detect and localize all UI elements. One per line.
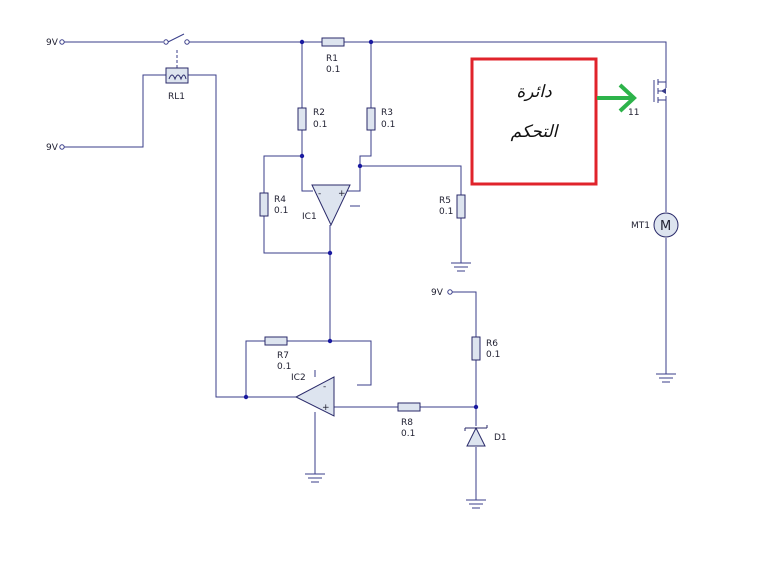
source-label: 9V [46,143,59,153]
resistor-r4: R4 0.1 [259,192,288,217]
resistor-r5: R5 0.1 [439,194,466,219]
ground-symbol [305,473,325,483]
source-9v-top: 9V [46,38,65,48]
resistor-ref: R2 [313,108,325,118]
wire-coil-supply [64,74,166,148]
motor-label: MT1 [631,221,650,231]
relay-contact [163,39,169,45]
wire-ic1-noninverting [347,165,462,263]
wire-ic1-output [287,225,372,386]
motor-symbol: M [660,219,671,234]
resistor-ref: R5 [439,196,451,206]
source-9v-coil: 9V [46,143,65,153]
wire-r7-feedback [245,340,296,398]
relay-label: RL1 [168,92,185,102]
zener-diode-d1: D1 [464,425,507,447]
wire-r6-d1-column [452,291,477,500]
opamp-inverting-sign: - [323,382,326,392]
junction-dot [327,250,333,256]
resistor-value: 0.1 [486,350,500,360]
resistor-ref: R4 [274,195,286,205]
transistor-label: 11 [628,108,639,118]
resistor-value: 0.1 [277,362,291,372]
relay-coil-winding [168,74,187,81]
resistor-r2: R2 0.1 [297,107,327,131]
resistor-value: 0.1 [401,429,415,439]
diode-label: D1 [494,433,507,443]
resistor-value: 0.1 [326,65,340,75]
mosfet-q1: 11 [628,79,666,118]
ground-symbol [466,499,486,509]
opamp-noninverting-sign: + [322,403,330,413]
resistor-r8: R8 0.1 [397,402,421,439]
opamp-ic1: - + IC1 [302,184,360,227]
source-9v-zener: 9V [431,288,453,298]
resistor-r7: R7 0.1 [264,336,291,372]
resistor-ref: R3 [381,108,393,118]
junction-dot [327,338,333,344]
resistor-value: 0.1 [274,206,288,216]
wire-r3-column [359,42,372,166]
resistor-r3: R3 0.1 [366,107,395,131]
junction-dot [368,39,374,45]
resistor-r6: R6 0.1 [471,336,500,361]
junction-dot [299,39,305,45]
junctions [243,39,479,410]
control-arrow-icon [597,83,637,113]
opamp-label: IC1 [302,212,317,222]
wire-ic1-inverting [263,155,330,254]
resistor-ref: R6 [486,339,498,349]
wire-relay-return [188,74,246,398]
ground-symbol [451,262,471,272]
relay-switch-arm [167,33,185,43]
junction-dot [357,163,363,169]
opamp-noninverting-sign: + [338,189,346,199]
relay-contact [184,39,190,45]
ground-symbol [656,373,676,383]
opamp-ic2: - + IC2 [291,370,335,417]
resistor-r1: R1 0.1 [321,37,345,75]
resistor-value: 0.1 [381,120,395,130]
junction-dot [473,404,479,410]
control-label-line2: التحكم [511,122,560,142]
source-label: 9V [46,38,59,48]
junction-dot [243,394,249,400]
control-label-line1: دائرة [516,82,552,102]
opamp-label: IC2 [291,373,306,383]
resistor-value: 0.1 [313,120,327,130]
motor-mt1: M MT1 [631,212,679,238]
resistor-ref: R1 [326,54,338,64]
resistor-ref: R8 [401,418,413,428]
resistor-value: 0.1 [439,207,453,217]
junction-dot [299,153,305,159]
opamp-inverting-sign: - [318,189,321,199]
control-circuit-box: دائرة التحكم [470,57,598,186]
relay-rl1: RL1 [163,33,190,102]
resistor-ref: R7 [277,351,289,361]
source-label: 9V [431,288,444,298]
